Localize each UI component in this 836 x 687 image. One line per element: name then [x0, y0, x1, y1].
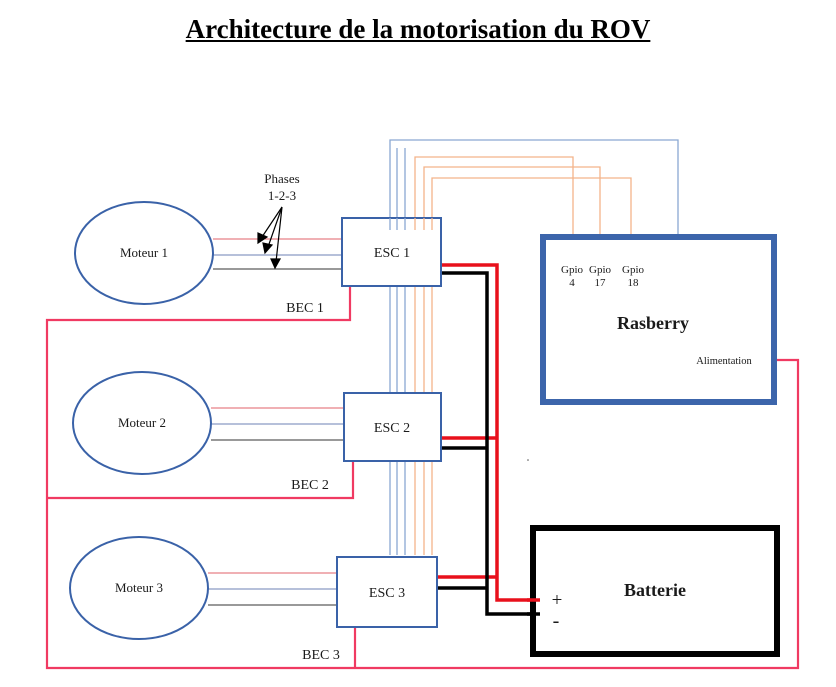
gpio-18-pin: 18 [628, 277, 640, 289]
minus-bus [441, 271, 532, 616]
gpio-17-pin: 17 [595, 277, 607, 289]
esc-2: ESC 2 [343, 392, 442, 462]
signal-wire-gpio17 [423, 166, 601, 555]
phases-label-line2: 1-2-3 [268, 188, 296, 203]
signal-wires [414, 156, 632, 555]
motor-2: Moteur 2 [72, 371, 212, 475]
battery-plus-label: + [552, 590, 563, 611]
ground-wire-1 [389, 139, 679, 555]
bec-1-label: BEC 1 [286, 301, 324, 316]
ground-wires-through [389, 218, 406, 230]
gpio-4-pin: 4 [569, 277, 575, 289]
esc-1: ESC 1 [341, 217, 442, 287]
motor-3: Moteur 3 [69, 536, 209, 640]
rasberry-box: Gpio 4 Gpio 17 Gpio 18 Rasberry Alimenta… [540, 234, 777, 405]
plus-bus [441, 263, 532, 602]
gpio-4-label: Gpio [561, 264, 584, 276]
motor-3-label: Moteur 3 [115, 580, 163, 595]
phases-arrows [257, 206, 283, 270]
battery-box: Batterie + - [530, 525, 780, 657]
esc-1-label: ESC 1 [374, 246, 410, 261]
battery-terminals [527, 598, 540, 616]
phases-label-line1: Phases [264, 171, 299, 186]
bec-3-label: BEC 3 [302, 648, 340, 663]
motor-1: Moteur 1 [74, 201, 214, 305]
bec-2-label: BEC 2 [291, 478, 329, 493]
page-title: Architecture de la motorisation du ROV [185, 14, 651, 44]
bec2-wire [47, 461, 355, 500]
bec-wires [45, 286, 800, 670]
phase-wires [208, 238, 344, 606]
signal-wire-gpio18 [431, 177, 632, 555]
ground-wires [389, 139, 679, 555]
motor-1-label: Moteur 1 [120, 245, 168, 260]
battery-minus-label: - [553, 610, 560, 632]
signal-wire-gpio4 [414, 156, 574, 555]
esc-3: ESC 3 [336, 556, 438, 628]
signal-wires-through [414, 218, 433, 230]
motor-2-label: Moteur 2 [118, 415, 166, 430]
bec-loop-wire [45, 286, 800, 670]
power-minus-wires [437, 271, 532, 616]
esc-2-label: ESC 2 [374, 421, 410, 436]
gpio-18-label: Gpio [622, 264, 645, 276]
rasberry-power-label: Alimentation [696, 356, 752, 367]
stray-dot [527, 459, 529, 461]
gpio-17-label: Gpio [589, 264, 612, 276]
esc-3-label: ESC 3 [369, 586, 405, 601]
power-plus-wires [437, 263, 532, 602]
rasberry-label: Rasberry [617, 313, 689, 333]
battery-label: Batterie [624, 580, 686, 600]
